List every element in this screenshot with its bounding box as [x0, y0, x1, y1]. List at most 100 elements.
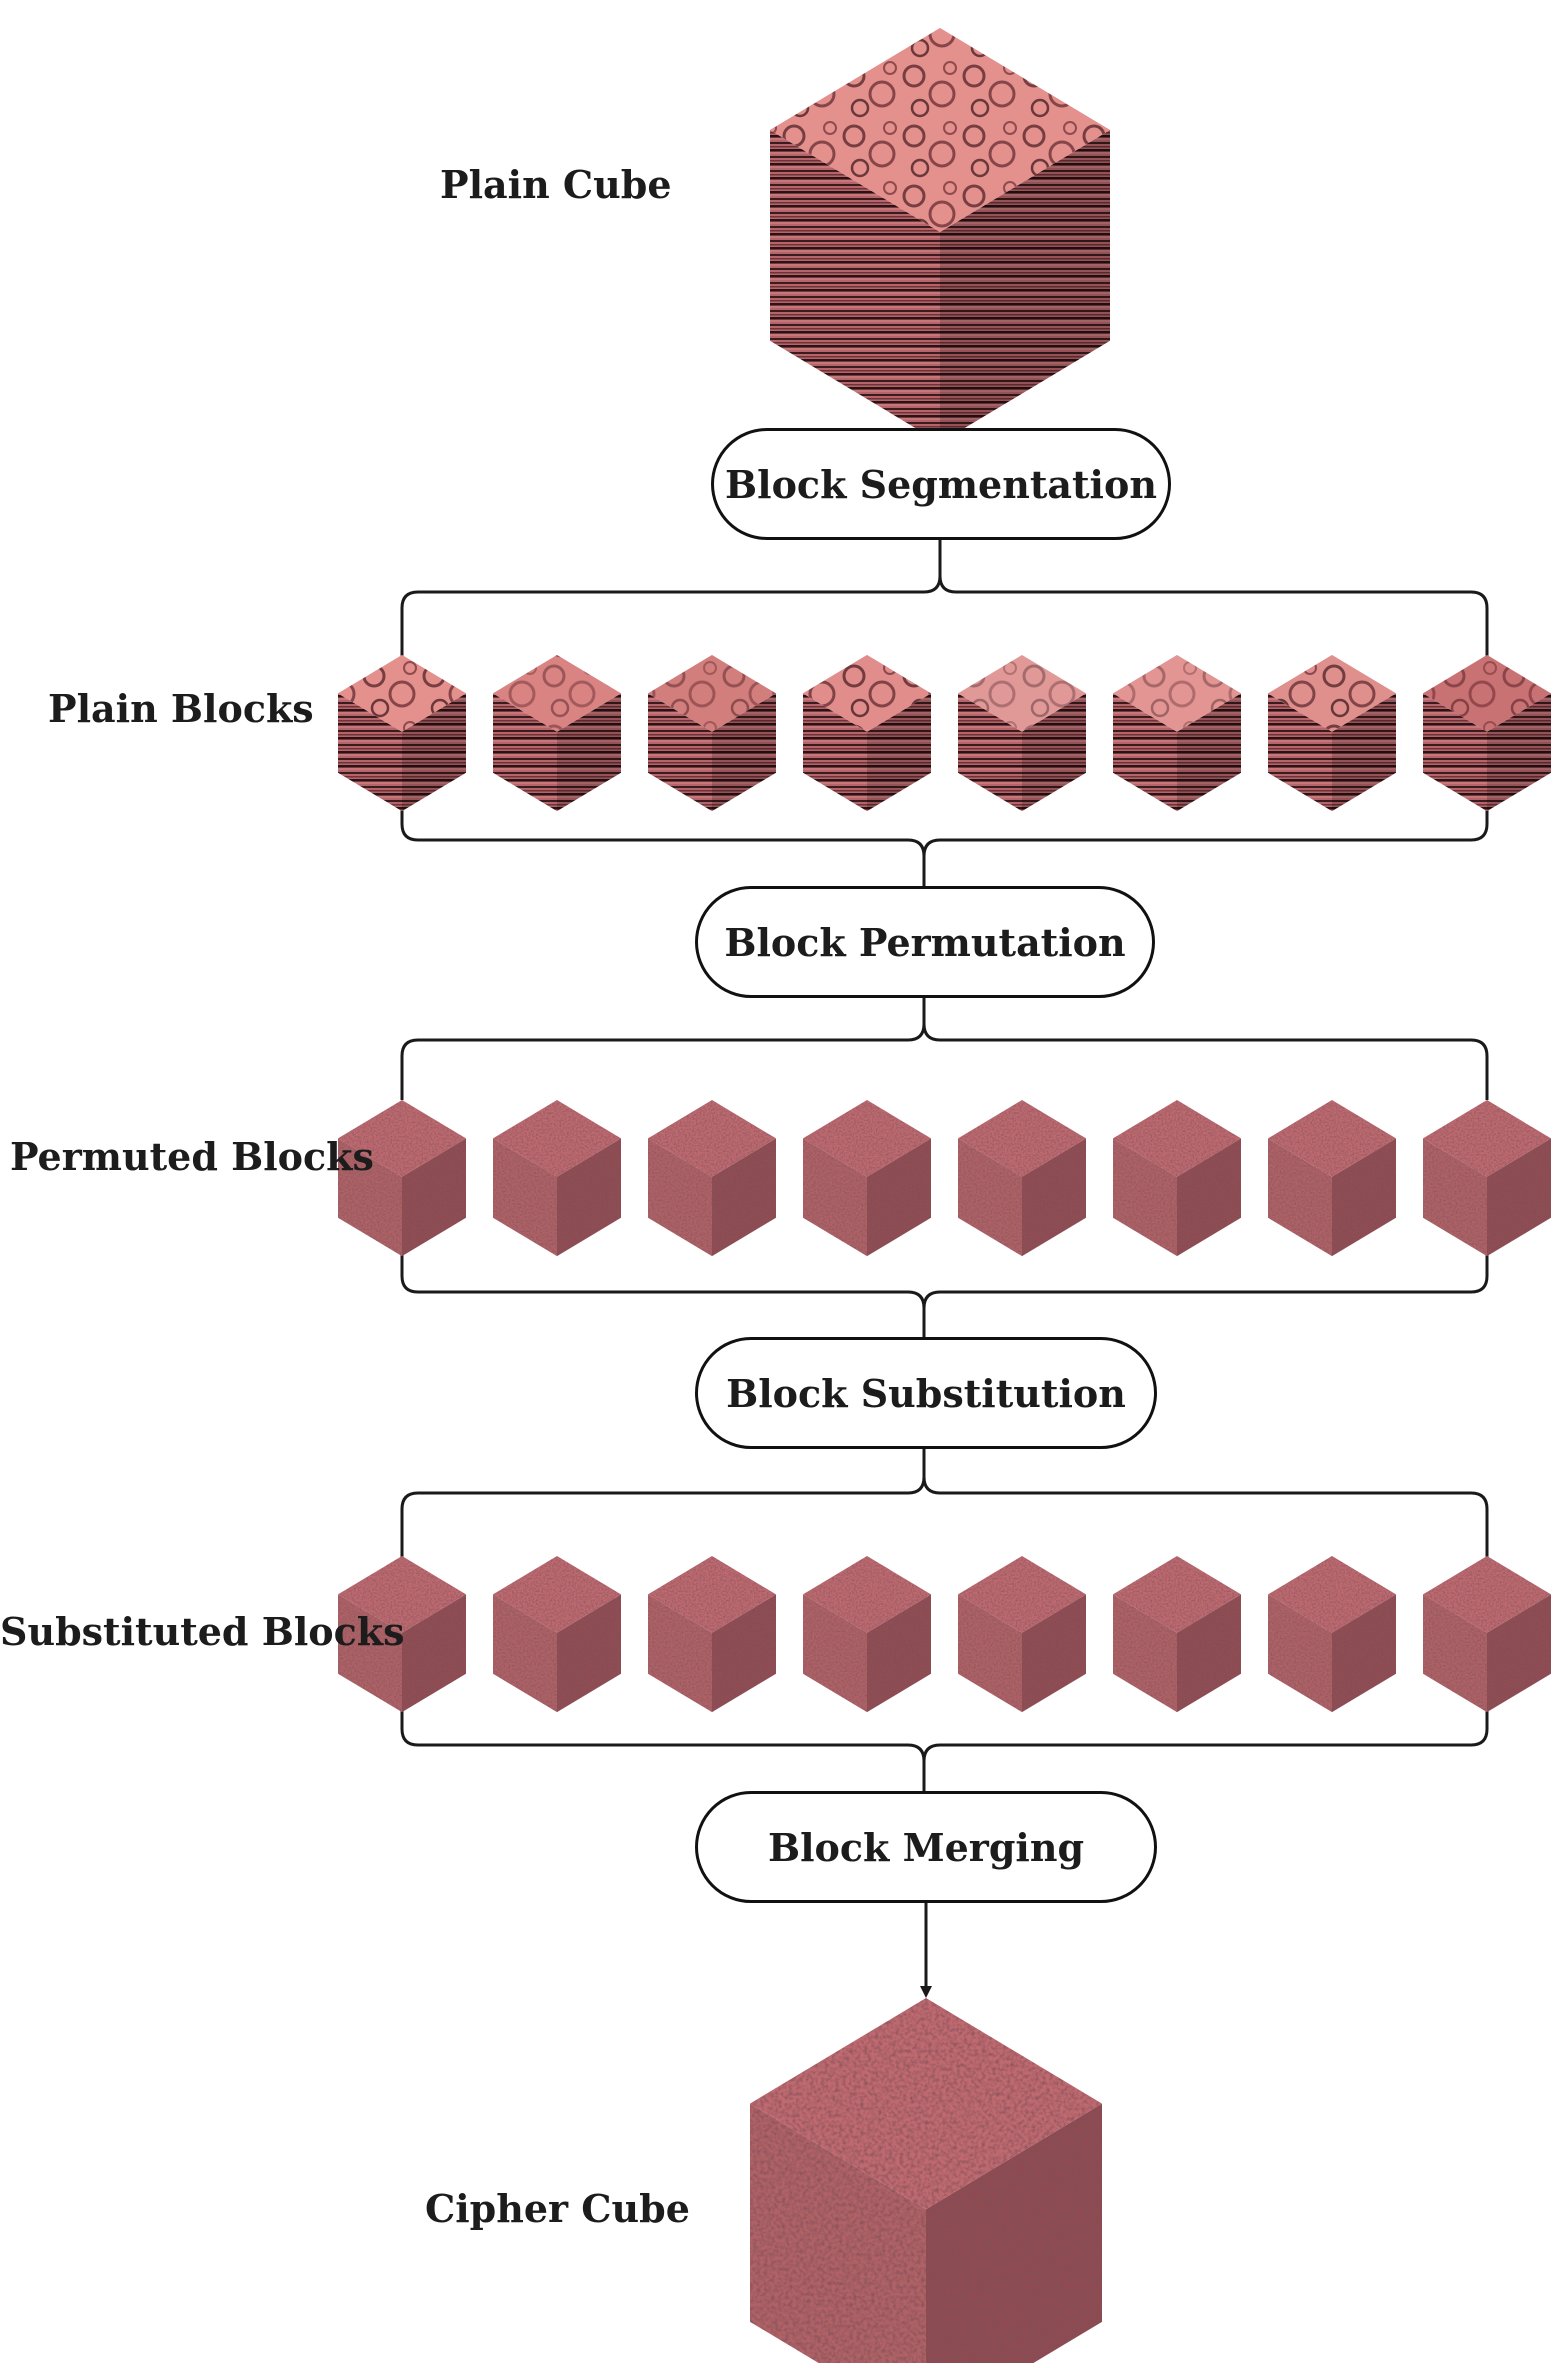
cube-right-face — [557, 693, 621, 812]
substitution-collect-junction — [907, 1290, 941, 1310]
cube-left-face — [803, 1138, 867, 1257]
cube-left-face — [1268, 1138, 1332, 1257]
cube-left-face — [648, 1138, 712, 1257]
cube-right-face — [402, 1594, 466, 1713]
block-segmentation-step: Block Segmentation — [711, 428, 1171, 540]
cube-left-face — [1423, 693, 1487, 812]
permutation-spread-right — [940, 1038, 1489, 1100]
cube-top-face — [648, 1100, 776, 1177]
permuted-block-6 — [1113, 1100, 1241, 1257]
cube-left-face — [958, 1594, 1022, 1713]
cube-right-face — [1177, 1594, 1241, 1713]
cube-right-face — [1332, 693, 1396, 812]
substituted-block-7 — [1268, 1556, 1396, 1713]
cube-left-face — [770, 130, 940, 443]
cube-right-face — [1022, 1138, 1086, 1257]
permuted-block-1 — [338, 1100, 466, 1257]
cube-right-face — [1332, 1138, 1396, 1257]
substituted-block-3 — [648, 1556, 776, 1713]
substitution-spread-junction — [907, 1475, 941, 1495]
cube-top-face — [1423, 1556, 1551, 1633]
cube-right-face — [867, 1138, 931, 1257]
cube-right-face — [402, 1138, 466, 1257]
cube-top-face — [493, 1556, 621, 1633]
plain-block-3 — [648, 655, 776, 812]
cube-top-face — [803, 1100, 931, 1177]
cube-left-face — [750, 2103, 926, 2368]
permuted-block-5 — [958, 1100, 1086, 1257]
permuted-block-3 — [648, 1100, 776, 1257]
cube-right-face — [712, 693, 776, 812]
segmentation-spread-left — [400, 590, 924, 660]
connector-lines — [400, 350, 1489, 1998]
plain-cube-label: Plain Cube — [440, 162, 672, 207]
cube-left-face — [338, 1594, 402, 1713]
substituted-block-5 — [958, 1556, 1086, 1713]
cube-right-face — [557, 1138, 621, 1257]
cube-top-face — [1268, 1100, 1396, 1177]
cube-left-face — [803, 693, 867, 812]
cube-right-face — [1022, 693, 1086, 812]
cipher-cube-label: Cipher Cube — [425, 2186, 690, 2231]
cube-right-face — [1022, 1594, 1086, 1713]
cube-left-face — [1113, 693, 1177, 812]
block-merging-label: Block Merging — [767, 1824, 1085, 1870]
plain-block-1 — [338, 655, 466, 812]
permutation-spread-left — [400, 1038, 908, 1100]
cube-right-face — [1332, 1594, 1396, 1713]
cube-right-face — [557, 1594, 621, 1713]
cube-right-face — [1487, 693, 1551, 812]
plain-cube — [770, 28, 1110, 443]
cube-left-face — [338, 1138, 402, 1257]
cube-top-face — [648, 1556, 776, 1633]
cube-left-face — [493, 1594, 557, 1713]
cube-left-face — [338, 693, 402, 812]
cube-left-face — [1423, 1138, 1487, 1257]
segmentation-spread-junction — [923, 574, 957, 594]
block-segmentation-label: Block Segmentation — [725, 461, 1157, 507]
cube-top-face — [1268, 1556, 1396, 1633]
plain-blocks-label: Plain Blocks — [48, 686, 314, 731]
plain-block-8 — [1423, 655, 1551, 812]
cube-left-face — [1268, 1594, 1332, 1713]
segmentation-spread-right — [956, 590, 1489, 660]
cube-top-face — [803, 1556, 931, 1633]
cube-right-face — [1177, 693, 1241, 812]
cube-right-face — [940, 130, 1110, 443]
cube-right-face — [1487, 1138, 1551, 1257]
cube-top-face — [493, 1100, 621, 1177]
plain-block-6 — [1113, 655, 1241, 812]
substituted-block-4 — [803, 1556, 931, 1713]
cube-top-face — [958, 1556, 1086, 1633]
plain-block-2 — [493, 655, 621, 812]
block-substitution-label: Block Substitution — [726, 1370, 1126, 1416]
cube-left-face — [1268, 693, 1332, 812]
plain-block-5 — [958, 655, 1086, 812]
permuted-blocks-label: Permuted Blocks — [10, 1134, 374, 1179]
substituted-block-6 — [1113, 1556, 1241, 1713]
cube-right-face — [712, 1138, 776, 1257]
cube-top-face — [338, 1100, 466, 1177]
substituted-block-1 — [338, 1556, 466, 1713]
cube-layer — [338, 28, 1551, 2368]
substitution-collect-right — [940, 1240, 1489, 1294]
cube-left-face — [958, 1138, 1022, 1257]
cube-right-face — [1487, 1594, 1551, 1713]
cube-top-face — [338, 1556, 466, 1633]
cube-top-face — [1113, 1556, 1241, 1633]
substitution-spread-left — [400, 1491, 908, 1560]
cube-left-face — [493, 1138, 557, 1257]
cube-left-face — [493, 693, 557, 812]
cube-left-face — [648, 1594, 712, 1713]
permutation-spread-junction — [907, 1022, 941, 1042]
cube-right-face — [402, 693, 466, 812]
cube-top-face — [1113, 1100, 1241, 1177]
cube-top-face — [1423, 1100, 1551, 1177]
cube-left-face — [1423, 1594, 1487, 1713]
cube-right-face — [867, 1594, 931, 1713]
permuted-block-7 — [1268, 1100, 1396, 1257]
cube-left-face — [648, 693, 712, 812]
permutation-collect-right — [940, 790, 1489, 842]
